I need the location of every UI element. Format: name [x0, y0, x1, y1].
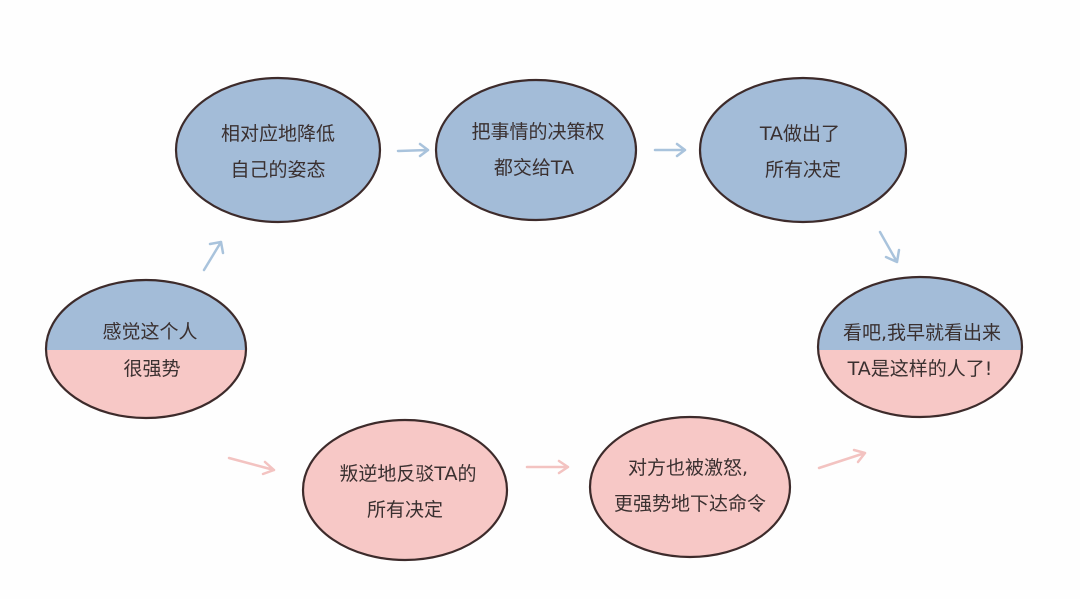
node-conclusion: 看吧,我早就看出来 TA是这样的人了!	[816, 275, 1024, 419]
node-text: 所有决定	[367, 499, 443, 521]
node-text: 都交给TA	[494, 157, 574, 179]
arrow-icon	[653, 142, 687, 158]
arrow-icon	[878, 230, 901, 264]
arrow-icon	[202, 240, 225, 272]
node-give-decisions: 把事情的决策权 都交给TA	[434, 78, 638, 222]
node-text: 更强势地下达命令	[614, 493, 766, 515]
node-text: 叛逆地反驳TA的	[339, 463, 476, 485]
node-text: 看吧,我早就看出来	[843, 322, 1001, 344]
node-ta-decides: TA做出了 所有决定	[698, 76, 908, 224]
node-lower-self: 相对应地降低 自己的姿态	[174, 76, 382, 224]
node-text: 很强势	[123, 358, 180, 380]
node-text: 所有决定	[765, 159, 841, 181]
arrow-icon	[396, 142, 430, 158]
node-angered: 对方也被激怒, 更强势地下达命令	[588, 415, 792, 559]
node-start: 感觉这个人 很强势	[44, 278, 248, 420]
node-text: TA是这样的人了!	[847, 358, 993, 380]
node-text: 相对应地降低	[221, 123, 335, 145]
arrow-icon	[817, 448, 867, 470]
node-text: 自己的姿态	[230, 159, 325, 181]
node-text: 对方也被激怒,	[628, 457, 748, 479]
arrow-icon	[525, 459, 570, 475]
node-text: TA做出了	[759, 123, 840, 145]
node-rebel: 叛逆地反驳TA的 所有决定	[301, 418, 509, 562]
node-text: 把事情的决策权	[471, 121, 604, 143]
arrow-icon	[227, 456, 276, 476]
node-text: 感觉这个人	[102, 321, 197, 343]
